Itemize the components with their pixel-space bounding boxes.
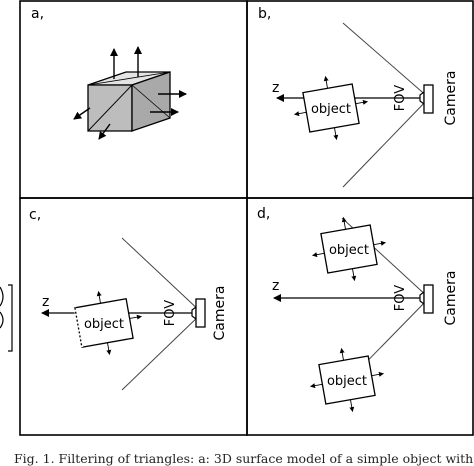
object-normal <box>341 216 347 230</box>
panel-b-scene: z object FOV Camera <box>272 22 459 188</box>
figure-caption: Fig. 1. Filtering of triangles: a: 3D su… <box>14 451 474 466</box>
object-normal <box>310 383 323 389</box>
object-normal <box>323 75 329 89</box>
fov-line-lower <box>121 312 203 391</box>
panel-b-frame <box>246 0 474 199</box>
object-normal <box>312 252 325 258</box>
object-normal <box>371 371 384 377</box>
object-normal <box>339 347 345 361</box>
fov-label: FOV <box>393 85 408 111</box>
cube-front-diagonal <box>87 84 133 132</box>
object-normal <box>333 127 339 141</box>
camera-body <box>423 84 434 114</box>
fov-label: FOV <box>393 285 408 311</box>
object-normal <box>96 290 102 304</box>
z-axis-label: z <box>42 294 49 310</box>
object-label: object <box>84 317 124 332</box>
camera-label: Camera <box>212 286 228 341</box>
panel-c-scene: z object FOV Camera <box>41 237 228 391</box>
panel-a-label: a, <box>31 6 44 22</box>
object-label: object <box>311 102 351 117</box>
fov-line-upper <box>342 22 430 99</box>
object-label-bottom: object <box>327 374 367 389</box>
object-normal <box>106 342 112 356</box>
cube-top-diagonal <box>87 71 171 86</box>
fov-line-upper <box>121 237 203 314</box>
panel-d-scene: z object object FOV Camera <box>272 216 459 413</box>
camera-body <box>423 284 434 314</box>
cube-model <box>87 71 171 132</box>
object-normal <box>129 314 142 320</box>
object-label-top: object <box>329 243 369 258</box>
object-normal <box>351 268 357 282</box>
fov-label: FOV <box>163 300 178 326</box>
left-bracket-fragment <box>0 284 13 352</box>
panel-d-label: d, <box>257 206 270 222</box>
panel-d-frame <box>246 197 474 436</box>
object-normal <box>373 240 386 246</box>
camera-label: Camera <box>443 271 459 326</box>
fov-line-lower <box>342 97 430 188</box>
surface-normal-arrows <box>73 46 187 140</box>
object-back-face-dotted <box>74 307 83 348</box>
camera-body <box>195 298 206 328</box>
object-normal <box>355 99 368 105</box>
object-normal <box>294 111 307 117</box>
object-normal <box>349 399 355 413</box>
panel-b-label: b, <box>258 6 271 22</box>
panel-c-label: c, <box>29 207 41 223</box>
normal-arrow-down-left <box>73 107 91 120</box>
z-axis-label: z <box>272 278 279 294</box>
normal-arrow-down <box>98 123 111 140</box>
z-axis-label: z <box>272 80 279 96</box>
camera-label: Camera <box>443 71 459 126</box>
